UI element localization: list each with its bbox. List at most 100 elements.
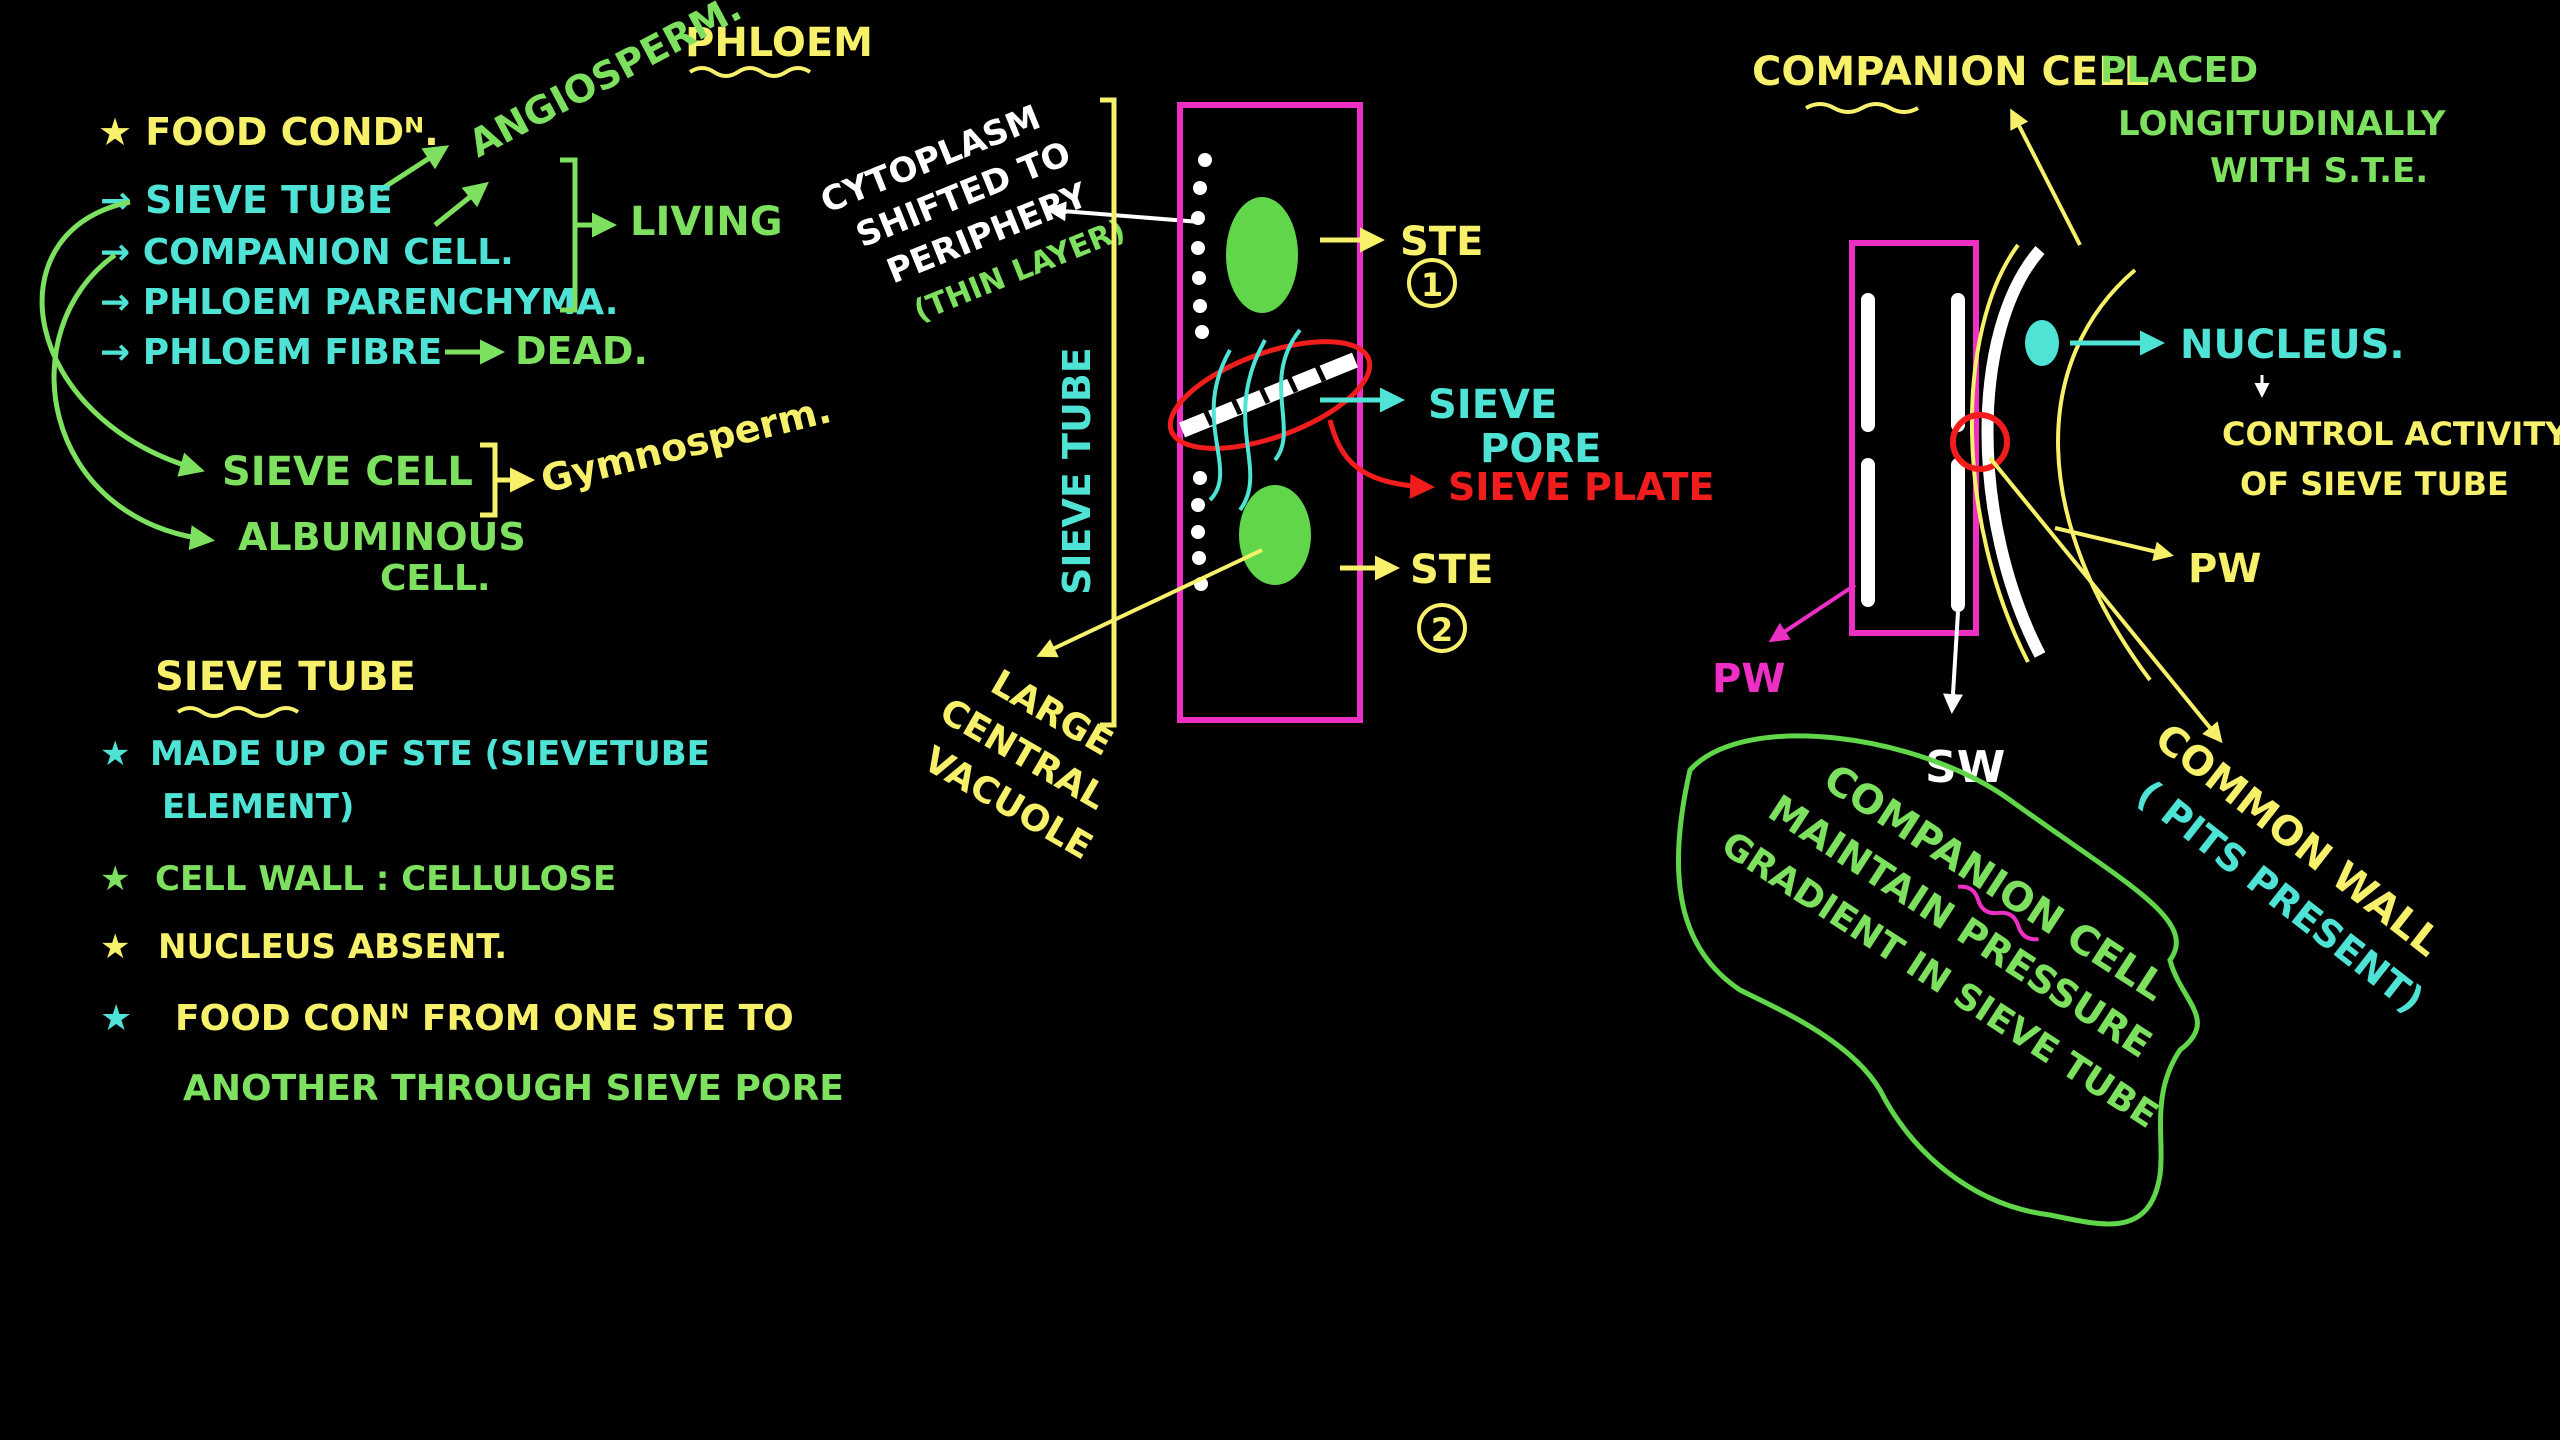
plate-gap xyxy=(1258,386,1271,405)
arrow-companion-angiosperm xyxy=(433,181,489,227)
food-conduction-heading: ★ FOOD CONDᴺ. xyxy=(98,110,439,154)
dead-label: DEAD. xyxy=(515,329,648,373)
flow-line xyxy=(1273,328,1302,462)
item-sieve-tube: → SIEVE TUBE xyxy=(100,178,393,222)
nucleus-label: NUCLEUS. xyxy=(2180,322,2405,368)
sieve-tube-heading: SIEVE TUBE xyxy=(155,654,416,700)
sieve-plate-label: SIEVE PLATE xyxy=(1448,465,1714,509)
vacuole-lower xyxy=(1239,485,1311,585)
arrow-pw-left xyxy=(1768,583,1857,643)
cell-wall-layers xyxy=(1861,293,1965,612)
arrow-longitudinal xyxy=(2010,108,2082,246)
sieve-cell-label: SIEVE CELL xyxy=(222,449,473,495)
albuminous-label-line1: ALBUMINOUS xyxy=(238,515,526,559)
arrow-cytoplasm xyxy=(1046,201,1201,224)
sw-label: SW xyxy=(1925,742,2005,793)
arrow-sieve-tube-angiosperm xyxy=(378,145,450,193)
cytoplasm-dot xyxy=(1192,271,1206,285)
sieve-tube-point-3: ★ NUCLEUS ABSENT. xyxy=(100,927,507,967)
plate-gap xyxy=(1314,364,1327,383)
middle-section: CYTOPLASM SHIFTED TO PERIPHERY (THIN LAY… xyxy=(815,97,1714,868)
cytoplasm-dot xyxy=(1191,525,1205,539)
sieve-tube-vertical-label: SIEVE TUBE xyxy=(1055,347,1099,595)
ste2-number: 2 xyxy=(1431,611,1453,649)
cytoplasm-dots xyxy=(1191,153,1212,591)
sieve-tube-cell-outline xyxy=(1177,102,1363,723)
point-star: ★ xyxy=(100,927,130,967)
sieve-tube-bracket xyxy=(1100,97,1117,728)
sieve-pore-label-line2: PORE xyxy=(1480,426,1601,472)
cytoplasm-dot xyxy=(1195,325,1209,339)
arrow-sieve-plate xyxy=(1327,419,1435,499)
ste1-number: 1 xyxy=(1421,266,1443,304)
item-phloem-parenchyma: → PHLOEM PARENCHYMA. xyxy=(100,282,618,323)
cytoplasm-dot xyxy=(1191,211,1205,225)
cytoplasm-dot xyxy=(1192,551,1206,565)
arrow-vacuole xyxy=(1036,548,1263,658)
albuminous-label-line2: CELL. xyxy=(380,558,491,599)
curve-arrow-sieve-cell xyxy=(39,199,205,477)
companion-cell-title: COMPANION CELL xyxy=(1752,49,2149,95)
sieve-plate xyxy=(1167,339,1373,451)
item-phloem-fibre: → PHLOEM FIBRE xyxy=(100,332,442,373)
point-text-cont: ANOTHER THROUGH SIEVE PORE xyxy=(183,1068,844,1109)
arrow-pw-right xyxy=(2054,526,2174,562)
sieve-tube-point-2: ★ CELL WALL : CELLULOSE xyxy=(100,859,616,899)
ste1-label: STE xyxy=(1400,219,1483,265)
companion-cell-wall-yellow-outer xyxy=(2056,268,2152,682)
item-companion-cell: → COMPANION CELL. xyxy=(100,232,514,273)
placed-label: PLACED xyxy=(2100,50,2258,91)
phloem-title: PHLOEM xyxy=(685,20,873,66)
point-text: MADE UP OF STE (SIEVETUBE xyxy=(150,734,710,774)
sieve-tube-cross-box xyxy=(1849,240,1979,636)
angiosperm-label: ANGIOSPERM. xyxy=(462,0,749,166)
control-activity-line1: CONTROL ACTIVITY xyxy=(2222,415,2560,453)
cytoplasm-dot xyxy=(1193,299,1207,313)
living-bracket xyxy=(560,157,595,313)
longitudinally-label: LONGITUDINALLY xyxy=(2118,104,2446,144)
vacuole-upper xyxy=(1226,197,1298,313)
plate-gap xyxy=(1286,375,1299,394)
sieve-plate-gaps xyxy=(1202,364,1327,427)
companion-cell-underline xyxy=(1805,102,1919,114)
sieve-pore-label-line1: SIEVE xyxy=(1428,382,1557,428)
living-label: LIVING xyxy=(630,199,783,245)
left-section: PHLOEM ★ FOOD CONDᴺ. ANGIOSPERM. → SIEVE… xyxy=(39,0,873,1109)
ste1-badge xyxy=(1407,258,1457,308)
companion-note-blob xyxy=(1675,733,2200,1227)
cytoplasm-dot xyxy=(1191,241,1205,255)
cytoplasm-label: CYTOPLASM SHIFTED TO PERIPHERY (THIN LAY… xyxy=(815,97,1130,329)
arrow-common-wall xyxy=(1988,456,2223,744)
blob-line1-underline xyxy=(1957,884,2039,942)
companion-cell-wall-yellow-inner xyxy=(1970,243,2030,663)
pw-right-label: PW xyxy=(2188,546,2261,592)
companion-cell-wall-white xyxy=(1981,246,2046,658)
control-activity-line2: OF SIEVE TUBE xyxy=(2240,465,2509,503)
cytoplasm-dot xyxy=(1193,181,1207,195)
cytoplasm-dot xyxy=(1191,498,1205,512)
point-star: ★ xyxy=(100,998,132,1039)
point-text: NUCLEUS ABSENT. xyxy=(158,927,507,967)
gymnosperm-bracket xyxy=(480,442,515,518)
sieve-tube-point-1: ★ MADE UP OF STE (SIEVETUBE ELEMENT) xyxy=(100,734,710,827)
companion-nucleus xyxy=(2025,320,2059,366)
arrow-sw xyxy=(1942,611,1963,714)
right-section: COMPANION CELL PLACED LONGITUDINALLY WIT… xyxy=(1675,49,2560,1227)
cytoplasm-dot xyxy=(1193,471,1207,485)
flow-lines xyxy=(1208,328,1302,512)
sieve-tube-heading-underline xyxy=(176,706,300,718)
point-star: ★ xyxy=(100,734,130,774)
point-text: CELL WALL : CELLULOSE xyxy=(155,859,616,899)
phloem-underline xyxy=(688,66,812,78)
flow-line xyxy=(1208,349,1232,502)
pit-highlight xyxy=(1950,412,2010,472)
ste2-badge xyxy=(1417,603,1467,653)
ste2-label: STE xyxy=(1410,547,1493,593)
sieve-tube-point-4: ★ FOOD CONᴺ FROM ONE STE TO ANOTHER THRO… xyxy=(100,998,844,1109)
with-ste-label: WITH S.T.E. xyxy=(2210,151,2428,191)
gymnosperm-label: Gymnosperm. xyxy=(537,387,836,502)
curve-arrow-albuminous xyxy=(51,252,215,551)
point-star: ★ xyxy=(100,859,130,899)
point-text: FOOD CONᴺ FROM ONE STE TO xyxy=(175,998,794,1039)
